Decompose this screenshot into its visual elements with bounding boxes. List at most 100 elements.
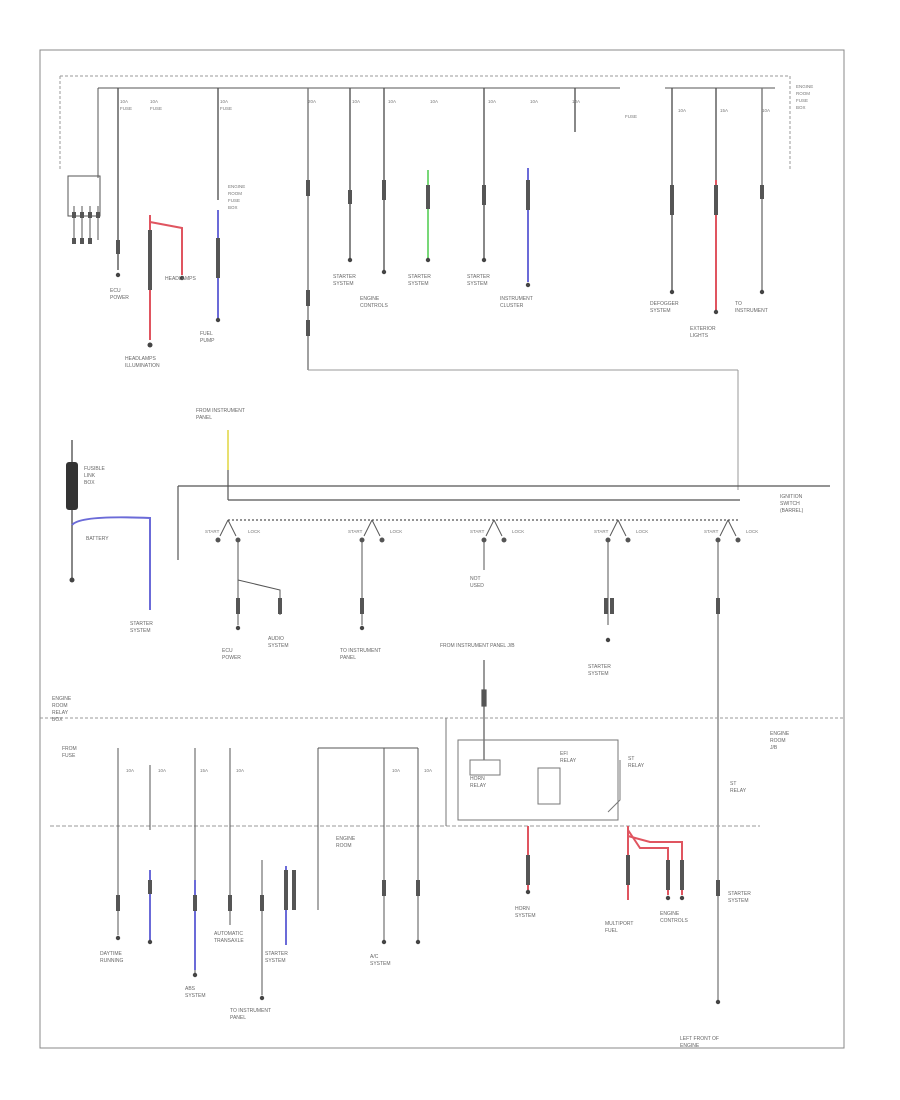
svg-text:FUSE: FUSE: [150, 106, 162, 111]
svg-text:AUTOMATIC: AUTOMATIC: [214, 931, 243, 937]
svg-text:ROOM: ROOM: [228, 191, 242, 196]
svg-text:SYSTEM: SYSTEM: [185, 993, 206, 999]
bottom-endpoints: [115, 889, 721, 1005]
right-return-wire: [308, 369, 739, 490]
svg-text:10A: 10A: [762, 108, 770, 113]
svg-text:STARTER: STARTER: [588, 664, 611, 670]
svg-text:LOCK: LOCK: [248, 529, 260, 534]
svg-text:ENGINE: ENGINE: [228, 184, 245, 189]
svg-text:STARTER: STARTER: [333, 274, 356, 280]
svg-text:ENGINE: ENGINE: [52, 696, 72, 702]
svg-text:10A: 10A: [236, 768, 244, 773]
svg-text:SYSTEM: SYSTEM: [130, 628, 151, 634]
svg-text:STARTER: STARTER: [130, 621, 153, 627]
bottom-connectors: [116, 855, 720, 911]
svg-text:BOX: BOX: [228, 205, 238, 210]
svg-text:CONTROLS: CONTROLS: [660, 918, 688, 924]
svg-text:NOT: NOT: [470, 576, 481, 582]
svg-text:TO INSTRUMENT: TO INSTRUMENT: [340, 648, 381, 654]
svg-text:LOCK: LOCK: [746, 529, 758, 534]
svg-text:FUEL: FUEL: [605, 928, 618, 934]
svg-text:STARTER: STARTER: [728, 891, 751, 897]
switch-1: [215, 519, 281, 625]
svg-text:STARTER: STARTER: [408, 274, 431, 280]
svg-text:SYSTEM: SYSTEM: [588, 671, 609, 677]
svg-text:ABS: ABS: [185, 986, 196, 992]
svg-text:SYSTEM: SYSTEM: [265, 958, 286, 964]
svg-text:STARTER: STARTER: [467, 274, 490, 280]
svg-text:FUSIBLE: FUSIBLE: [84, 466, 106, 472]
svg-text:10A: 10A: [352, 99, 360, 104]
svg-text:START: START: [205, 529, 220, 534]
svg-text:BOX: BOX: [796, 105, 806, 110]
svg-text:FUSE: FUSE: [625, 114, 637, 119]
switch-4: [605, 519, 631, 625]
svg-text:CLUSTER: CLUSTER: [500, 303, 524, 309]
svg-text:BATTERY: BATTERY: [86, 536, 109, 542]
svg-text:FUSE: FUSE: [120, 106, 132, 111]
svg-text:ENGINE: ENGINE: [796, 84, 813, 89]
svg-text:10A: 10A: [430, 99, 438, 104]
svg-text:(BARREL): (BARREL): [780, 508, 804, 514]
svg-text:RELAY: RELAY: [730, 788, 747, 794]
svg-text:SYSTEM: SYSTEM: [728, 898, 749, 904]
svg-text:LINK: LINK: [84, 473, 96, 479]
svg-text:TRANSAXLE: TRANSAXLE: [214, 938, 244, 944]
svg-text:LOCK: LOCK: [390, 529, 402, 534]
svg-text:HORN: HORN: [470, 776, 485, 782]
svg-text:STARTER: STARTER: [265, 951, 288, 957]
relay-box: [445, 718, 621, 826]
svg-text:LIGHTS: LIGHTS: [690, 333, 709, 339]
svg-text:10A: 10A: [678, 108, 686, 113]
svg-text:FROM: FROM: [62, 746, 77, 752]
svg-text:10A: 10A: [488, 99, 496, 104]
svg-text:TO: TO: [735, 301, 742, 307]
switch-3: [481, 519, 507, 570]
svg-text:START: START: [594, 529, 609, 534]
svg-text:FUSE: FUSE: [220, 106, 232, 111]
svg-text:FUEL: FUEL: [200, 331, 213, 337]
svg-text:ROOM: ROOM: [52, 703, 68, 709]
middle-endpoints: [235, 625, 611, 643]
svg-text:SYSTEM: SYSTEM: [268, 643, 289, 649]
svg-text:PUMP: PUMP: [200, 338, 215, 344]
svg-text:DEFOGGER: DEFOGGER: [650, 301, 679, 307]
svg-text:SYSTEM: SYSTEM: [515, 913, 536, 919]
svg-text:MULTIPORT: MULTIPORT: [605, 921, 633, 927]
svg-text:FUSE: FUSE: [62, 753, 76, 759]
svg-text:ROOM: ROOM: [336, 843, 352, 849]
svg-text:PANEL: PANEL: [196, 415, 212, 421]
svg-text:J/B: J/B: [770, 745, 778, 751]
svg-text:BOX: BOX: [84, 480, 95, 486]
svg-text:HEADLAMPS: HEADLAMPS: [125, 356, 157, 362]
svg-text:FROM INSTRUMENT: FROM INSTRUMENT: [196, 408, 245, 414]
svg-text:RELAY: RELAY: [52, 710, 69, 716]
svg-text:RELAY: RELAY: [628, 763, 645, 769]
svg-text:RELAY: RELAY: [560, 758, 577, 764]
svg-text:PANEL: PANEL: [230, 1015, 246, 1021]
svg-text:START: START: [470, 529, 485, 534]
left-battery-connector: [67, 175, 101, 240]
svg-text:SYSTEM: SYSTEM: [408, 281, 429, 287]
svg-text:10A: 10A: [388, 99, 396, 104]
svg-text:10A: 10A: [120, 99, 128, 104]
svg-text:START: START: [348, 529, 363, 534]
svg-text:LOCK: LOCK: [512, 529, 524, 534]
svg-text:POWER: POWER: [222, 655, 241, 661]
svg-text:LEFT FRONT OF: LEFT FRONT OF: [680, 1036, 719, 1042]
svg-text:15A: 15A: [200, 768, 208, 773]
svg-text:EFI: EFI: [560, 751, 568, 757]
left-connector-pins: [72, 212, 100, 244]
svg-text:10A: 10A: [572, 99, 580, 104]
svg-text:10A: 10A: [220, 99, 228, 104]
bottom-fuse-block: [50, 747, 760, 995]
svg-text:TO INSTRUMENT: TO INSTRUMENT: [230, 1008, 271, 1014]
svg-text:IGNITION: IGNITION: [780, 494, 803, 500]
diagram-border: [39, 49, 845, 1049]
top-fuse-block: [59, 75, 791, 178]
svg-text:SYSTEM: SYSTEM: [333, 281, 354, 287]
